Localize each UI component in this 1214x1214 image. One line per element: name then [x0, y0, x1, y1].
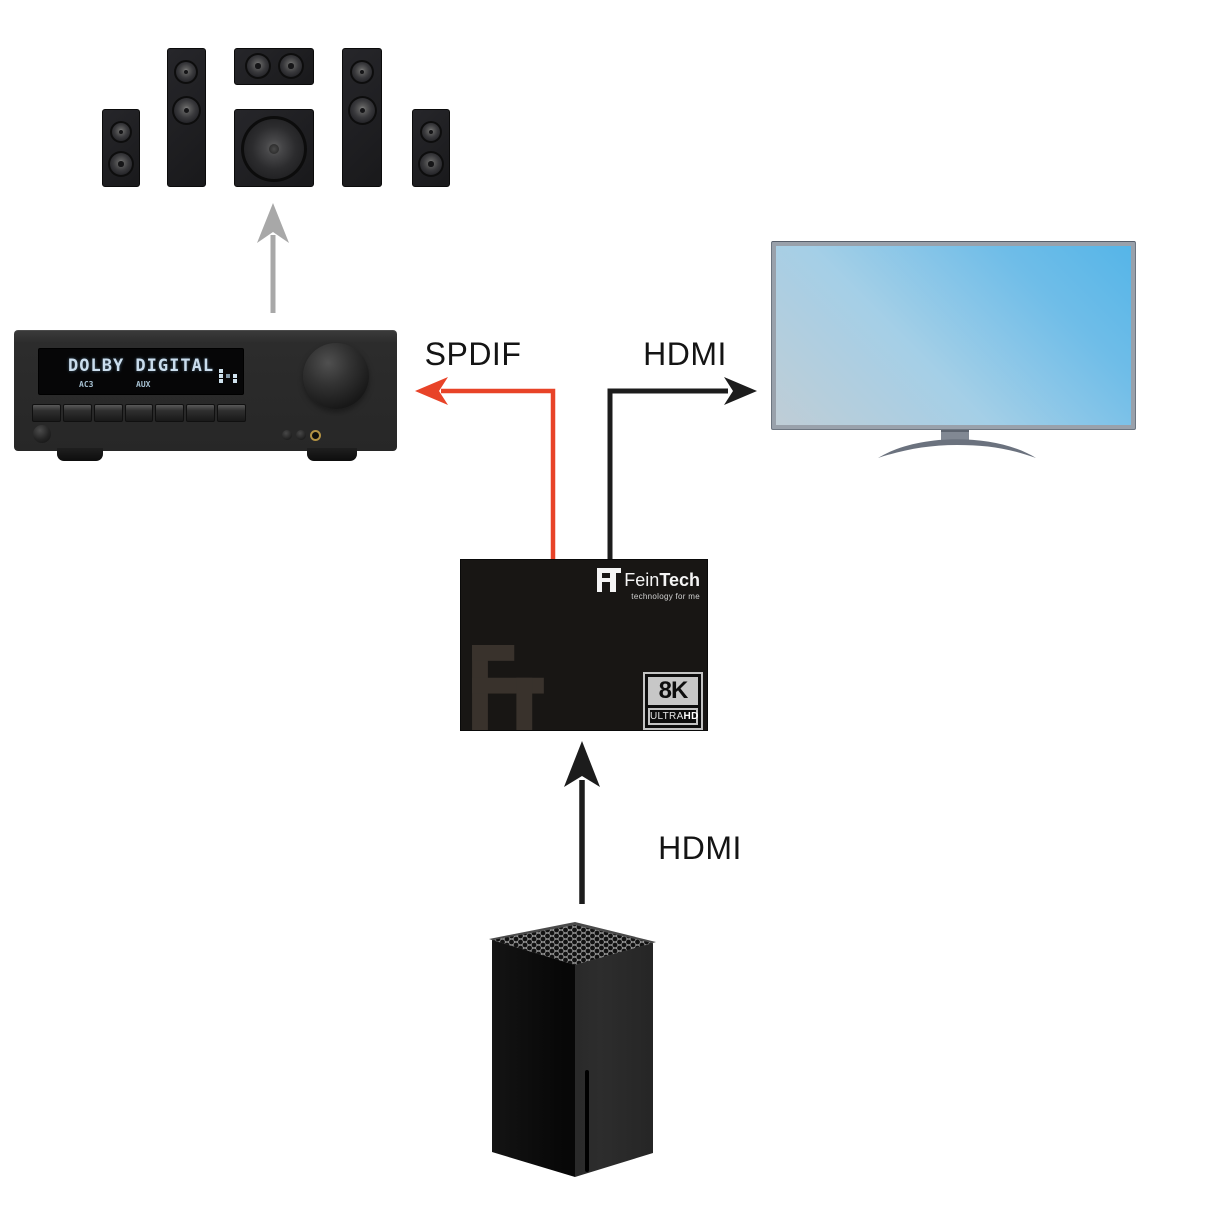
- console-front-face: [492, 940, 575, 1177]
- speaker-driver: [348, 96, 377, 125]
- speaker-tower-left: [167, 48, 206, 187]
- speaker-driver: [110, 121, 132, 143]
- speaker-center: [234, 48, 314, 85]
- feintech-monogram-icon: [597, 568, 622, 592]
- spdif-arrow: [415, 377, 556, 566]
- power-button: [33, 425, 51, 443]
- receiver-display-input: AUX: [136, 380, 151, 389]
- hdmi-arrow-from-console: [564, 741, 600, 904]
- game-console: [480, 915, 665, 1185]
- receiver-foot: [57, 448, 103, 461]
- receiver-display-text: DOLBY DIGITAL: [68, 356, 215, 376]
- speaker-driver: [174, 60, 198, 84]
- receiver-button: [62, 404, 92, 422]
- speaker-driver: [350, 60, 374, 84]
- brand-tagline: technology for me: [631, 592, 700, 601]
- speaker-driver: [420, 121, 442, 143]
- receiver-button: [32, 404, 61, 422]
- spdif-label: SPDIF: [424, 336, 522, 372]
- speaker-driver: [418, 151, 444, 177]
- receiver-button-row: [32, 404, 247, 422]
- feintech-watermark-icon: [472, 645, 544, 730]
- subwoofer-driver: [241, 116, 307, 182]
- receiver-small-button: [296, 430, 306, 440]
- receiver-button: [186, 404, 216, 422]
- badge-ultrahd: ULTRAHD: [648, 708, 698, 725]
- receiver-button: [155, 404, 185, 422]
- speakers-arrow: [257, 203, 289, 313]
- receiver-foot: [307, 448, 357, 461]
- hdmi-audio-extractor: FeinTech technology for me 8K ULTRAHD: [461, 560, 707, 730]
- receiver-button: [124, 404, 154, 422]
- hdmi-console-label: HDMI: [658, 830, 742, 866]
- speaker-tower-right: [342, 48, 382, 187]
- hdmi-arrow-to-tv: [607, 377, 757, 566]
- speaker-front-left: [102, 109, 140, 187]
- speaker-driver: [172, 96, 201, 125]
- speaker-driver: [278, 53, 304, 79]
- receiver-button: [93, 404, 123, 422]
- equalizer-icon: [219, 369, 223, 373]
- headphone-jack: [310, 430, 321, 441]
- receiver-small-button: [282, 430, 292, 440]
- receiver-button: [217, 404, 247, 422]
- hdmi-tv-label: HDMI: [643, 336, 727, 372]
- console-disc-slot: [585, 1070, 589, 1172]
- receiver-display: DOLBY DIGITAL AC3 AUX: [38, 348, 244, 395]
- tv: [771, 241, 1136, 430]
- tv-screen: [776, 246, 1131, 425]
- receiver-display-format: AC3: [79, 380, 94, 389]
- speaker-driver: [245, 53, 271, 79]
- brand-name: FeinTech: [624, 570, 700, 590]
- tv-stand: [878, 427, 1036, 458]
- subwoofer: [234, 109, 314, 187]
- 8k-ultrahd-badge: 8K ULTRAHD: [643, 672, 703, 730]
- feintech-brand: FeinTech technology for me: [597, 568, 700, 601]
- av-receiver: DOLBY DIGITAL AC3 AUX: [14, 330, 397, 451]
- speaker-driver: [108, 151, 134, 177]
- badge-resolution: 8K: [648, 677, 698, 705]
- volume-knob: [303, 343, 369, 409]
- speaker-front-right: [412, 109, 450, 187]
